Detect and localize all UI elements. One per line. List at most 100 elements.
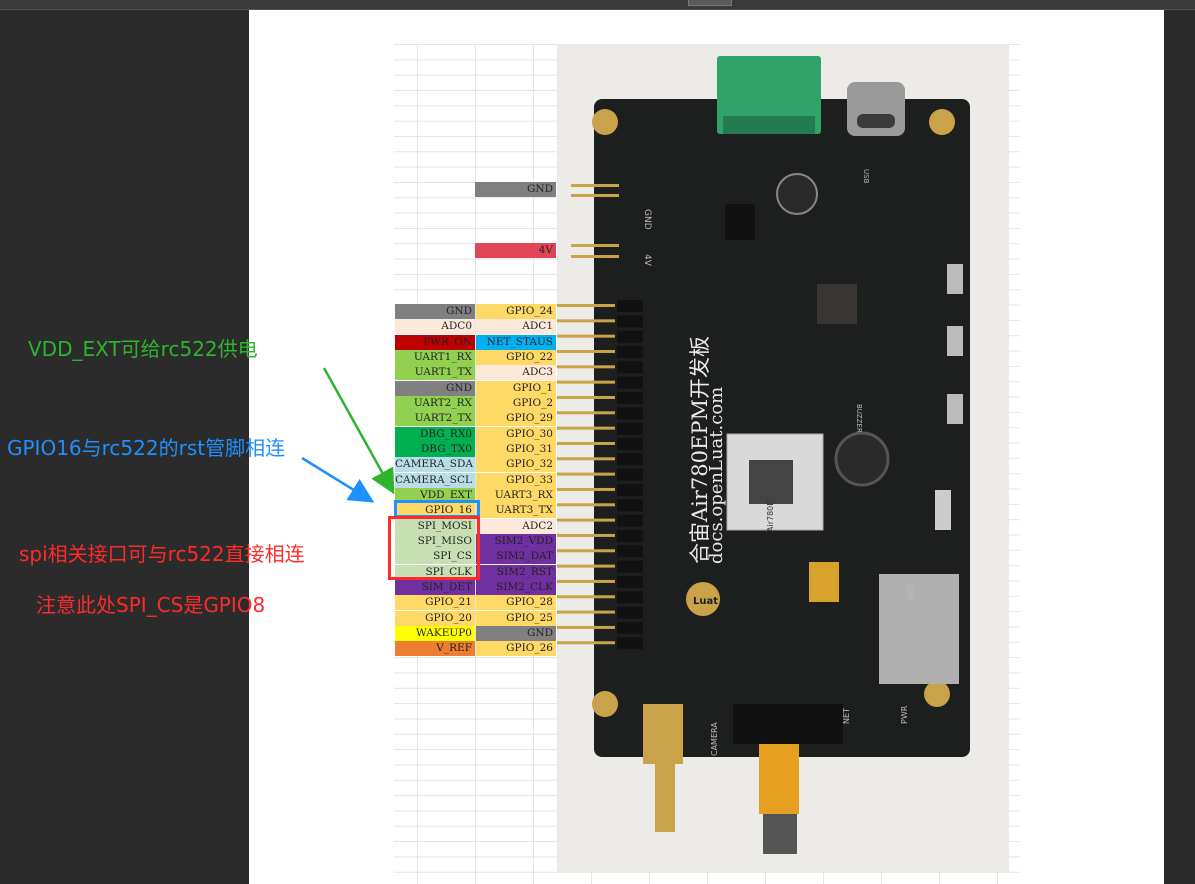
pin-right-13: UART3_TX — [476, 503, 556, 519]
header-pin — [557, 595, 615, 599]
pin-left-22: V_REF — [395, 641, 475, 657]
pin-right-17: SIM2_RST — [476, 564, 556, 580]
header-pin-housing — [617, 437, 643, 450]
pin-left-13: GPIO_16 — [395, 503, 475, 519]
sim-card-slot — [879, 574, 959, 684]
header-pin-housing — [617, 330, 643, 343]
arrow-vdd-ext — [322, 367, 395, 495]
pin-right-4: ADC3 — [476, 365, 556, 381]
pin-left-12: VDD_EXT — [395, 487, 475, 503]
header-pin — [557, 334, 615, 338]
silk-4v: 4V — [642, 254, 652, 267]
pin-right-3: GPIO_22 — [476, 349, 556, 365]
pin-right-19: GPIO_28 — [476, 595, 556, 611]
pin-right-2: NET_STAUS — [476, 334, 556, 350]
pin-right-20: GPIO_25 — [476, 610, 556, 626]
header-pin-gnd: GND — [475, 182, 556, 197]
pin-right-5: GPIO_1 — [476, 380, 556, 396]
header-pin — [557, 380, 615, 384]
pin-left-17: SPI_CLK — [395, 564, 475, 580]
header-pin-housing — [617, 422, 643, 435]
capacitor — [776, 173, 818, 215]
header-pin-housing — [617, 499, 643, 512]
board-title: 合宙Air780EPM开发板 — [688, 336, 712, 564]
pin-left-19: GPIO_21 — [395, 595, 475, 611]
tab-handle[interactable] — [688, 0, 732, 6]
header-pin-housing — [617, 575, 643, 588]
window-titlebar — [0, 0, 1195, 10]
header-pin — [557, 304, 615, 307]
camera-flex-cable — [759, 744, 799, 814]
header-pin — [557, 533, 615, 537]
header-pin — [557, 426, 615, 430]
header-pin — [557, 349, 615, 353]
header-pin-housing — [617, 315, 643, 328]
pin-right-18: SIM2_CLK — [476, 579, 556, 595]
header-pin-housing — [617, 453, 643, 466]
qr-code — [749, 460, 793, 504]
module-label: Air780E — [766, 501, 775, 532]
sma-connector — [643, 704, 683, 764]
pin-left-21: WAKEUP0 — [395, 625, 475, 641]
pin-right-8: GPIO_30 — [476, 426, 556, 442]
silk-camera: CAMERA — [710, 722, 719, 756]
reset-button — [947, 326, 963, 356]
pin-left-0: GND — [395, 304, 475, 319]
header-pin-housing — [617, 468, 643, 481]
pin-left-6: UART2_RX — [395, 395, 475, 411]
board-photo: 合宙Air780EPM开发板 docs.openLuat.com Air780E… — [557, 44, 1009, 872]
pin-left-3: UART1_RX — [395, 349, 475, 365]
pin-left-9: DBG_TX0 — [395, 441, 475, 457]
key-button — [947, 264, 963, 294]
silk-gnd: GND — [642, 209, 652, 230]
header-pin-housing — [617, 637, 643, 650]
header-pin — [557, 579, 615, 583]
pin-right-21: GND — [476, 625, 556, 641]
header-pin-housing — [617, 376, 643, 389]
buzzer — [834, 431, 890, 487]
tantalum-cap — [809, 562, 839, 602]
annotation-spi: spi相关接口可与rc522直接相连 — [19, 542, 305, 566]
header-pin — [557, 319, 615, 323]
silk-buzzer: BUZZER — [855, 404, 863, 433]
header-pin-housing — [617, 529, 643, 542]
pin-right-10: GPIO_32 — [476, 457, 556, 473]
power-button — [947, 394, 963, 424]
header-pin — [557, 610, 615, 614]
header-pin — [557, 487, 615, 491]
board-url: docs.openLuat.com — [706, 387, 727, 564]
pin-left-10: CAMERA_SDA — [395, 457, 475, 473]
camera-connector — [733, 704, 843, 744]
header-pin-housing — [617, 606, 643, 619]
header-pin-housing — [617, 591, 643, 604]
annotation-gpio16: GPIO16与rc522的rst管脚相连 — [7, 436, 286, 460]
header-pin-housing — [617, 514, 643, 527]
power-header-pins — [571, 184, 619, 258]
silk-sim: SIM — [904, 584, 914, 600]
header-pin-housing — [617, 407, 643, 420]
gpio-header — [557, 300, 643, 650]
header-pin — [557, 625, 615, 629]
pin-right-6: GPIO_2 — [476, 395, 556, 411]
pin-left-1: ADC0 — [395, 319, 475, 335]
boot-switch — [935, 490, 951, 530]
header-pin — [557, 503, 615, 507]
pin-right-12: UART3_RX — [476, 487, 556, 503]
pin-right-11: GPIO_33 — [476, 472, 556, 488]
header-pin-housing — [617, 391, 643, 404]
pin-left-11: CAMERA_SCL — [395, 472, 475, 488]
header-pin — [557, 395, 615, 399]
header-pin-4v: 4V — [475, 243, 556, 258]
ic-u1 — [725, 204, 755, 240]
pin-right-1: ADC1 — [476, 319, 556, 335]
standoff-br — [924, 681, 950, 707]
header-pin — [557, 641, 615, 645]
camera-lens — [763, 814, 797, 854]
header-pin — [557, 441, 615, 445]
luat-logo-text: Luat — [693, 596, 718, 607]
pin-left-8: DBG_RX0 — [395, 426, 475, 442]
header-pin-housing — [617, 483, 643, 496]
silk-net: NET — [842, 708, 851, 724]
header-pin-housing — [617, 361, 643, 374]
